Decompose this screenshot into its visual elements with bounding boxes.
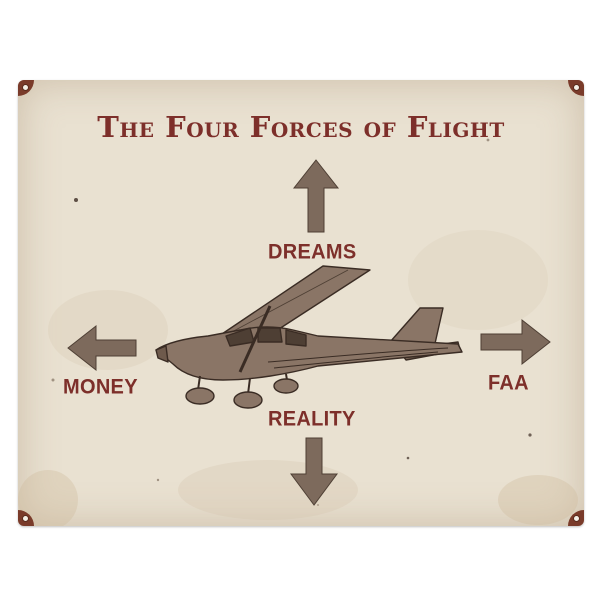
arrow-down-icon: [290, 437, 338, 506]
force-label-up: DREAMS: [268, 240, 357, 264]
mounting-hole: [573, 84, 580, 91]
sign-artwork: [67, 159, 551, 506]
vintage-sign: The Four Forces of Flight: [18, 80, 584, 526]
sign-title: The Four Forces of Flight: [97, 110, 505, 144]
arrow-up-icon: [292, 159, 340, 233]
force-label-right: FAA: [488, 371, 529, 395]
mounting-hole: [22, 84, 29, 91]
mounting-hole: [22, 515, 29, 522]
force-label-down: REALITY: [268, 407, 356, 431]
airplane-icon: [155, 265, 463, 409]
mounting-hole: [573, 515, 580, 522]
arrow-right-icon: [480, 318, 551, 366]
force-label-left: MONEY: [63, 375, 138, 399]
arrow-left-icon: [67, 324, 137, 372]
